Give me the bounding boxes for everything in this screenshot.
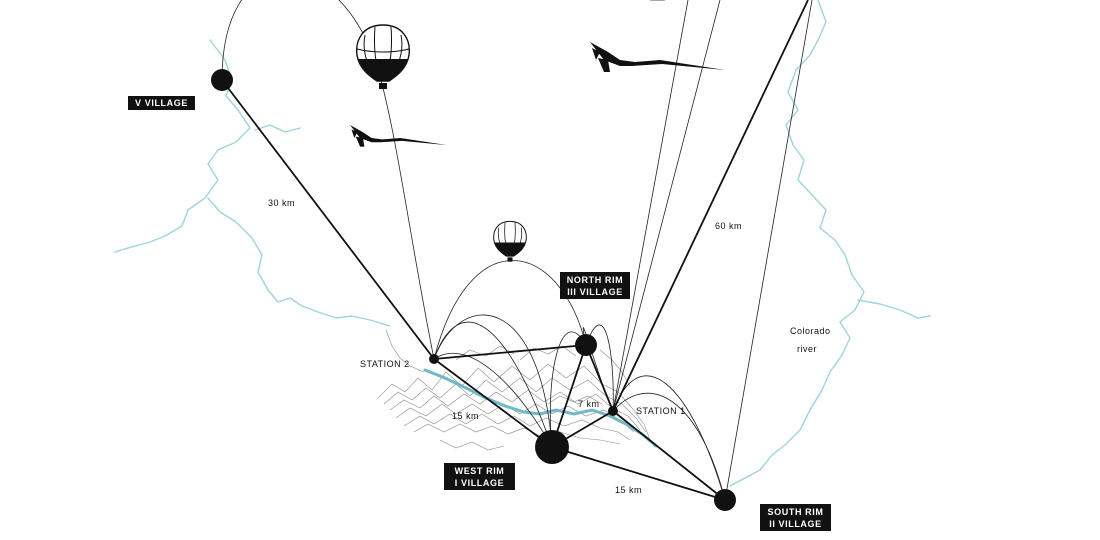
svg-text:II VILLAGE: II VILLAGE bbox=[769, 519, 822, 529]
network-links bbox=[221, 0, 809, 501]
distance-station2-west-rim: 15 km bbox=[452, 411, 479, 421]
node-south-rim bbox=[714, 489, 736, 511]
label-v-village: V VILLAGE bbox=[128, 96, 195, 110]
hot-air-balloon-icon bbox=[493, 220, 527, 262]
canyon-terrain bbox=[377, 329, 651, 451]
node-north-rim bbox=[575, 334, 597, 356]
svg-text:V VILLAGE: V VILLAGE bbox=[135, 98, 188, 108]
river-tributary-southwest bbox=[207, 197, 391, 327]
river-label-line1: Colorado bbox=[790, 326, 831, 336]
label-north-rim-village: NORTH RIM III VILLAGE bbox=[560, 272, 630, 299]
label-west-rim-village: WEST RIM I VILLAGE bbox=[444, 463, 515, 490]
glider-plane-icon bbox=[350, 125, 448, 147]
svg-text:I VILLAGE: I VILLAGE bbox=[455, 478, 504, 488]
node-station-2 bbox=[429, 354, 439, 364]
svg-text:SOUTH RIM: SOUTH RIM bbox=[768, 507, 824, 517]
river-tributary-east bbox=[857, 299, 931, 319]
river-system bbox=[114, 0, 931, 487]
distance-west-rim-south-rim: 15 km bbox=[615, 485, 642, 495]
label-station-2: STATION 2 bbox=[360, 359, 410, 369]
river-label-line2: river bbox=[797, 344, 817, 354]
svg-text:NORTH RIM: NORTH RIM bbox=[567, 275, 623, 285]
node-v-village bbox=[211, 69, 233, 91]
river-tributary-north bbox=[254, 124, 301, 133]
distance-station1-west-rim: 7 km bbox=[578, 399, 600, 409]
glider-plane-icon bbox=[590, 42, 725, 72]
svg-text:III VILLAGE: III VILLAGE bbox=[567, 287, 623, 297]
distance-far-north: 60 km bbox=[715, 221, 742, 231]
village-nodes bbox=[211, 69, 736, 511]
distance-v-to-station2: 30 km bbox=[268, 198, 295, 208]
node-west-rim bbox=[535, 430, 569, 464]
label-south-rim-village: SOUTH RIM II VILLAGE bbox=[760, 504, 831, 531]
node-station-1 bbox=[608, 406, 618, 416]
label-station-1: STATION 1 bbox=[636, 406, 686, 416]
svg-text:WEST RIM: WEST RIM bbox=[455, 466, 505, 476]
colorado-river bbox=[729, 0, 865, 487]
hot-air-balloon-icon bbox=[356, 24, 410, 89]
river-tributary-west bbox=[114, 39, 251, 253]
